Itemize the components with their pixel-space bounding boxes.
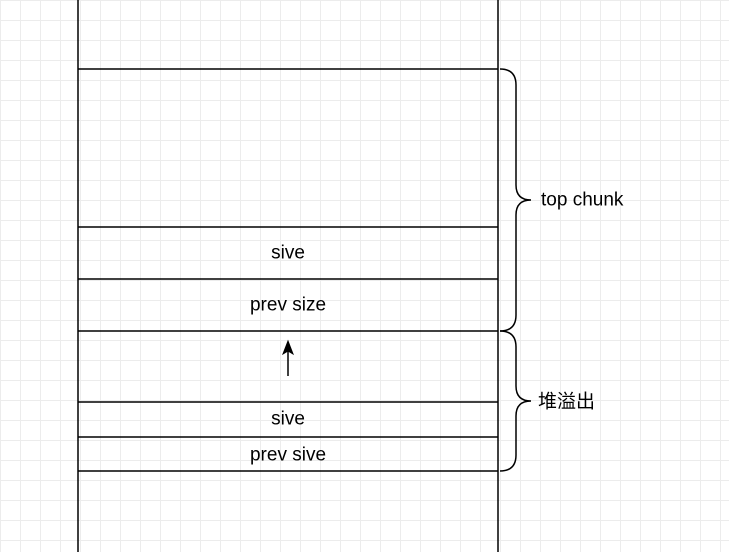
top-chunk-label: top chunk (541, 189, 624, 211)
cell-label-sive-upper: sive (271, 242, 305, 264)
overflow-arrow-head (282, 339, 294, 356)
heap-overflow-brace (499, 330, 532, 472)
cell-label-sive-lower: sive (271, 408, 305, 430)
cell-label-prev-sive-lower: prev sive (249, 444, 327, 466)
cell-label-prev-size-upper: prev size (249, 294, 327, 316)
top-chunk-brace (499, 68, 532, 332)
heap-overflow-label: 堆溢出 (538, 391, 596, 413)
